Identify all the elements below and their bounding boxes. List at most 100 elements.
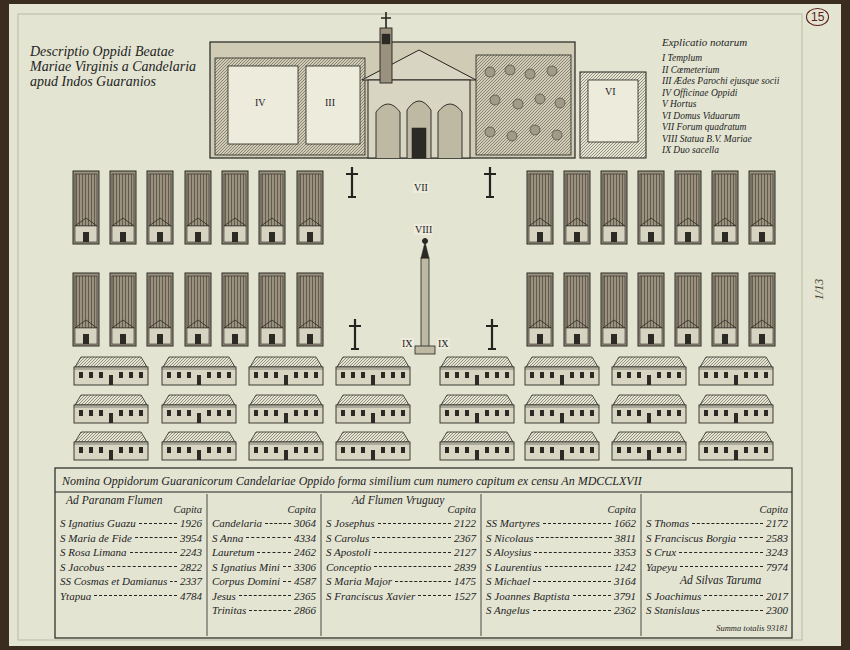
crosses: [346, 167, 498, 349]
dash-leader: [378, 523, 451, 524]
town-name: Conceptio: [326, 561, 371, 573]
town-name: S Rosa Limana: [60, 546, 127, 558]
town-name: S Crux: [646, 546, 676, 558]
legend-entry: IV Officinae Oppidi: [662, 88, 737, 98]
legend-entry: VII Forum quadratum: [662, 122, 746, 132]
handwritten-note: 1/13: [812, 279, 827, 300]
dash-leader: [702, 610, 763, 611]
table-row: S Franciscus Borgia2583: [646, 532, 788, 544]
table-row: S Apostoli 2127: [326, 546, 476, 558]
table-row: Candelaria3064: [212, 517, 316, 529]
dash-leader: [573, 595, 611, 596]
town-name: S Joachimus: [646, 590, 701, 602]
table-column-heading: Ad Silvas Taruma: [680, 574, 761, 586]
widows-house: [580, 72, 646, 158]
long-houses: [74, 357, 773, 460]
town-name: S Josephus: [326, 517, 375, 529]
table-row: S Crux 3243: [646, 546, 788, 558]
population-number: 2822: [180, 561, 202, 573]
dash-leader: [533, 581, 611, 582]
dash-leader: [692, 523, 763, 524]
table-row: S Josephus2122: [326, 517, 476, 529]
town-name: S Anna: [212, 532, 243, 544]
column-header: Capita: [173, 504, 202, 515]
town-name: S Thomas: [646, 517, 689, 529]
population-number: 2839: [454, 561, 476, 573]
dash-leader: [372, 537, 451, 538]
town-name: SS Cosmas et Damianus: [60, 575, 167, 587]
population-number: 2362: [614, 604, 636, 616]
column-header: Capita: [607, 504, 636, 515]
plate-border: [18, 14, 802, 640]
town-name: S Carolus: [326, 532, 369, 544]
column-header: Capita: [447, 504, 476, 515]
dash-leader: [246, 537, 291, 538]
dash-leader: [739, 537, 763, 538]
dash-leader: [107, 566, 177, 567]
dash-leader: [418, 595, 451, 596]
census-table-grid: [55, 468, 792, 638]
dash-leader: [265, 523, 291, 524]
town-name: S Franciscus Xavier: [326, 590, 415, 602]
population-number: 1475: [454, 575, 476, 587]
table-row: Corpus Domini4587: [212, 575, 316, 587]
dash-leader: [533, 610, 612, 611]
table-row: S Rosa Limana2243: [60, 546, 202, 558]
town-name: Lauretum: [212, 546, 254, 558]
column-header: Capita: [287, 504, 316, 515]
title-text: Descriptio Oppidi Beatae Mariae Virginis…: [30, 44, 200, 89]
population-number: 1527: [454, 590, 476, 602]
dash-leader: [94, 595, 177, 596]
dash-leader: [130, 552, 177, 553]
town-name: SS Martyres: [486, 517, 540, 529]
table-row: S Joannes Baptista3791: [486, 590, 636, 602]
town-name: Yapeyu: [646, 561, 677, 573]
dash-leader: [545, 566, 611, 567]
table-row: S Aloysius 3353: [486, 546, 636, 558]
legend-entry: III Ædes Parochi ejusque socii: [662, 76, 779, 86]
houses-row: [73, 171, 775, 346]
population-number: 2337: [180, 575, 202, 587]
population-number: 3243: [766, 546, 788, 558]
population-number: 1242: [614, 561, 636, 573]
town-name: S Angelus: [486, 604, 530, 616]
table-row: S Jacobus 2822: [60, 561, 202, 573]
town-name: S Franciscus Borgia: [646, 532, 736, 544]
table-row: S Ignatius Guazu1926: [60, 517, 202, 529]
population-number: 2365: [294, 590, 316, 602]
town-name: S Jacobus: [60, 561, 104, 573]
legend-entry: VI Domus Viduarum: [662, 111, 740, 121]
dash-leader: [257, 552, 291, 553]
table-row: Jesus2365: [212, 590, 316, 602]
population-number: 2462: [294, 546, 316, 558]
population-number: 2300: [766, 604, 788, 616]
table-row: S Carolus2367: [326, 532, 476, 544]
population-number: 3353: [614, 546, 636, 558]
table-column-heading: Ad Flumen Vruguay: [352, 494, 444, 506]
callout-number: III: [324, 97, 336, 108]
table-row: S Joachimus2017: [646, 590, 788, 602]
town-name: S Ignatius Mini: [212, 561, 280, 573]
callout-number: IX: [437, 338, 450, 349]
town-name: Trinitas: [212, 604, 246, 616]
population-number: 7974: [766, 561, 788, 573]
paper-ground: [9, 4, 841, 646]
callout-number: VII: [413, 182, 429, 193]
dash-leader: [139, 523, 177, 524]
table-row: S Laurentius1242: [486, 561, 636, 573]
dash-leader: [543, 523, 611, 524]
population-number: 1926: [180, 517, 202, 529]
population-number: 2127: [454, 546, 476, 558]
town-name: S Apostoli: [326, 546, 371, 558]
dash-leader: [679, 552, 763, 553]
legend-entry: V Hortus: [662, 99, 696, 109]
population-number: 3791: [614, 590, 636, 602]
town-name: Corpus Domini: [212, 575, 280, 587]
town-name: S Aloysius: [486, 546, 531, 558]
dash-leader: [374, 566, 451, 567]
table-total: Summa totalis 93181: [716, 623, 788, 633]
population-number: 3811: [615, 532, 636, 544]
table-row: S Stanislaus2300: [646, 604, 788, 616]
table-row: S Franciscus Xavier 1527: [326, 590, 476, 602]
